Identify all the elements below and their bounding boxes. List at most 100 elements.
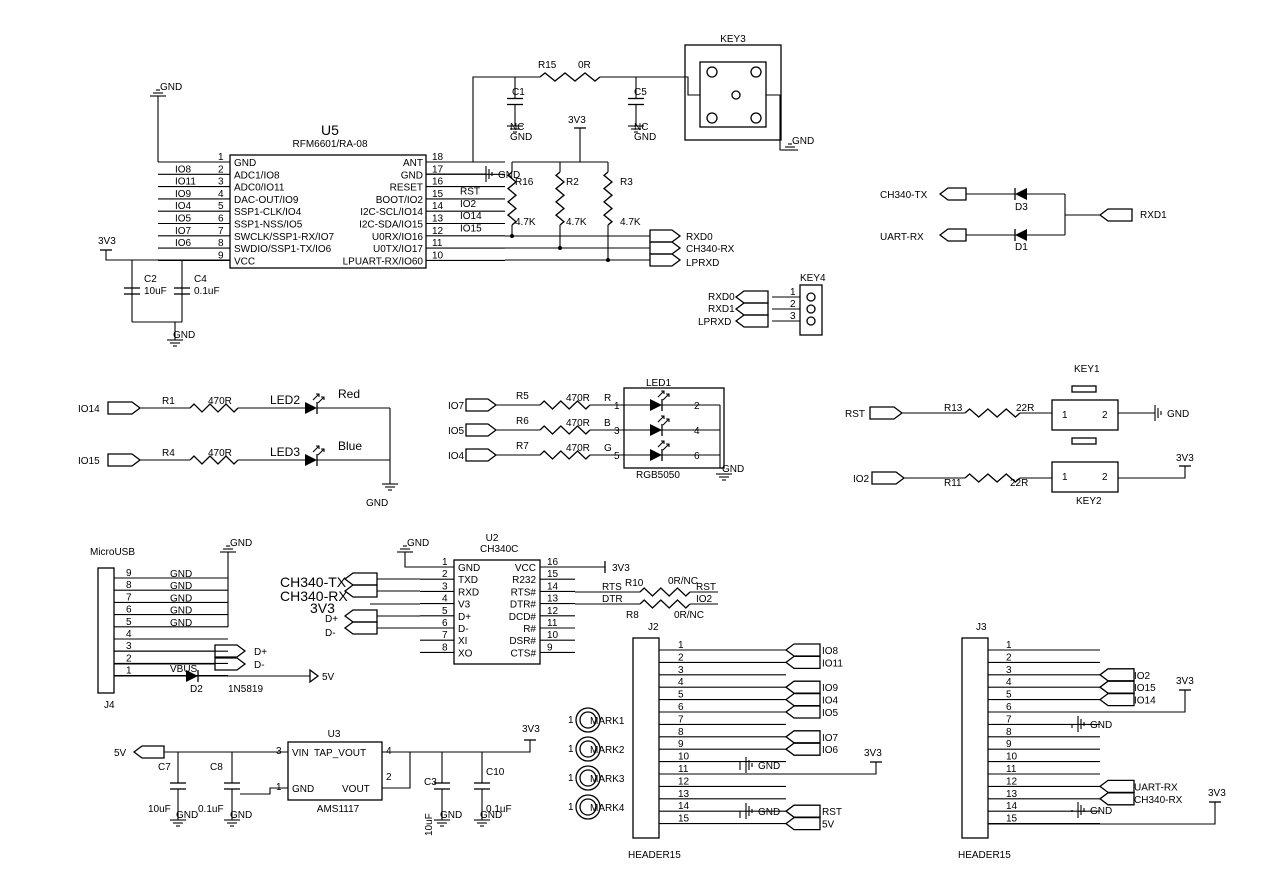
key4-ref: KEY4	[800, 273, 826, 284]
mark-pin: 1	[568, 715, 574, 726]
u5-pin-num: 7	[218, 226, 224, 237]
u3-5v-label: 5V	[114, 748, 127, 759]
io14-label: IO14	[78, 404, 100, 415]
wire	[240, 787, 288, 795]
d1-diode	[1015, 229, 1027, 241]
led3-led-arrows	[312, 445, 325, 456]
mark-inner	[579, 769, 597, 787]
key4-rxd0-label: RXD0	[708, 292, 735, 303]
j2-pin-num: 15	[678, 814, 690, 825]
r15-ref: R15	[538, 60, 557, 71]
wire	[404, 552, 420, 568]
j2-net-label: IO7	[822, 733, 839, 744]
c4-ref: C4	[194, 274, 207, 285]
j3-pin-num: 13	[1006, 789, 1018, 800]
u2-vcc-3v3-label: 3V3	[612, 563, 630, 574]
u2-pin-num: 16	[547, 557, 559, 568]
c7-ref: C7	[158, 762, 171, 773]
j2-gnd10-label: GND	[758, 761, 780, 772]
u2-part: CH340C	[480, 544, 518, 555]
j2-3v3-label: 3V3	[864, 748, 882, 759]
io14-port	[107, 401, 142, 415]
u2-pin-name: GND	[458, 563, 480, 574]
u5-ref: U5	[321, 122, 339, 138]
j2-pin-num: 12	[678, 776, 690, 787]
r8-ref: R8	[626, 610, 639, 621]
j3-pin-num: 11	[1006, 764, 1017, 775]
rxd0-label: RXD0	[686, 232, 713, 243]
j4-gnd-label: GND	[170, 581, 192, 592]
u2-ground-label: GND	[407, 538, 429, 549]
c1-gnd-label: GND	[510, 132, 532, 143]
c1-val: NC	[510, 122, 524, 133]
r2-val: 4.7K	[566, 217, 587, 228]
j4-gnd-label: GND	[170, 569, 192, 580]
u5-pin-num: 16	[432, 177, 444, 188]
key2-body	[1051, 461, 1119, 493]
j4-dminus-port	[214, 657, 247, 671]
u5-3v3-label: 3V3	[98, 236, 116, 247]
wires	[105, 76, 1216, 825]
key3-ground	[782, 143, 798, 151]
ch340rx-label: CH340-RX	[686, 244, 735, 255]
r5-val: 470R	[566, 393, 590, 404]
u3-pin1: 1	[276, 782, 282, 793]
u2-pin-name: R#	[523, 624, 536, 635]
u3-vin: VIN	[292, 748, 309, 759]
j3-gnd7-label: GND	[1090, 720, 1112, 731]
labels: U5RFM6601/RA-081GND2ADC1/IO8IO83ADC0/IO1…	[78, 34, 1226, 861]
u5-pin-num: 5	[218, 201, 224, 212]
u2-pin-num: 2	[442, 569, 448, 580]
u2-rxd-port	[343, 584, 378, 598]
u5-pin-num: 10	[432, 250, 444, 261]
j4-pin-num: 7	[126, 592, 132, 603]
led-gnd-label: GND	[366, 498, 388, 509]
key1-actuator	[1071, 385, 1097, 393]
io4-label: IO4	[448, 451, 465, 462]
r16-resistor	[506, 171, 518, 226]
j4-gnd-label: GND	[170, 606, 192, 617]
u5-pin-name: ADC1/IO8	[234, 170, 280, 181]
u3-vout: VOUT	[342, 784, 370, 795]
j2-pin-num: 13	[678, 789, 690, 800]
u2-pin-num: 14	[547, 581, 559, 592]
led1-pin-num: 6	[694, 451, 700, 462]
u5-top-ground	[150, 89, 166, 97]
u5-pin-name: SWCLK/SSP1-RX/IO7	[234, 232, 334, 243]
led2-color: Red	[338, 387, 360, 401]
u2-pin-name: CTS#	[510, 648, 536, 659]
j3-net-label: CH340-RX	[1134, 795, 1183, 806]
j2-pin-num: 1	[678, 640, 684, 651]
u2-pin-name: DSR#	[509, 636, 536, 647]
key3-contact	[706, 112, 718, 124]
j4-pin-num: 2	[126, 653, 132, 664]
u3-pin4: 4	[386, 746, 392, 757]
r10-resistor	[639, 587, 691, 597]
wire	[988, 802, 1216, 825]
j2-part: HEADER15	[628, 850, 681, 861]
u3-body	[287, 741, 383, 801]
r7-ref: R7	[516, 441, 529, 452]
led1-pin-num: 4	[694, 426, 700, 437]
u2-pin-name: D+	[458, 612, 471, 623]
r13-ref: R13	[944, 403, 963, 414]
j2-net-label: IO11	[822, 658, 843, 669]
u2-pin-name: XI	[458, 636, 467, 647]
io4-port	[465, 448, 498, 462]
led2-led	[305, 402, 317, 414]
key2-io2-label: IO2	[853, 474, 870, 485]
u5-pin-name: DAC-OUT/IO9	[234, 195, 299, 206]
c7-val: 10uF	[148, 804, 171, 815]
r6-resistor	[539, 425, 591, 435]
key1-ground-label: GND	[1167, 409, 1189, 420]
r7-resistor	[539, 450, 591, 460]
io5-label: IO5	[448, 426, 465, 437]
d1-uartrx-label: UART-RX	[880, 232, 924, 243]
u5-pin-name: RESET	[390, 183, 423, 194]
led1-pin-num: 1	[614, 401, 620, 412]
r5-resistor	[539, 400, 591, 410]
u2-dplus-label: D+	[325, 614, 338, 625]
u2-pin-num: 3	[442, 581, 448, 592]
u5-pin-name: GND	[401, 170, 423, 181]
